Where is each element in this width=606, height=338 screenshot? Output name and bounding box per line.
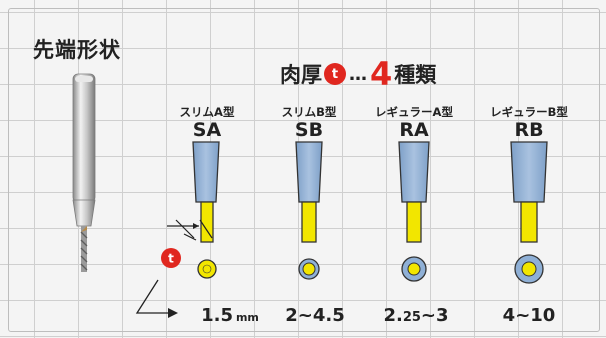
type-rb-header: レギュラーB型 RB [474,104,584,141]
type-rb-value: 4~10 [502,305,556,326]
type-ra-value-int: 2. [383,305,403,326]
heading-suffix: 種類 [394,63,437,87]
type-sb-thickness: 2~4.5 [260,305,370,326]
type-sa-unit: mm [235,311,259,324]
type-ra-header: レギュラーA型 RA [359,104,469,141]
type-sb-code: SB [294,119,324,141]
tip-rb-graphic [510,141,548,284]
type-rb-label: レギュラーB型 [490,105,568,119]
callout-t-badge [161,248,181,268]
type-ra-value-dec: 25 [402,310,421,325]
heading-prefix: 肉厚 [280,63,322,87]
type-sa-value: 1.5 [201,305,233,326]
type-sb-value: 2~4.5 [285,305,345,326]
type-ra-value-max: ~3 [420,305,449,326]
tip-sb-graphic [295,141,323,280]
card-frame [8,8,600,332]
heading-t-badge: t [324,63,346,85]
end-mill-tool-image [72,73,96,272]
thickness-heading: 肉厚 t … 4 種類 [280,54,436,94]
type-rb-code: RB [514,119,544,141]
type-sb-header: スリムB型 SB [254,104,364,141]
type-ra-thickness: 2.25~3 [361,305,471,326]
tip-ra-graphic [398,141,430,282]
heading-dots: … [349,63,367,85]
heading-count: 4 [370,55,393,93]
type-ra-label: レギュラーA型 [375,105,453,119]
thickness-callout: t [135,219,213,318]
type-sa-header: スリムA型 SA [152,104,262,141]
type-sa-code: SA [192,119,222,141]
type-ra-code: RA [399,119,429,141]
type-sb-label: スリムB型 [281,105,337,119]
type-sa-label: スリムA型 [179,105,235,119]
type-rb-thickness: 4~10 [474,305,584,326]
page-title: 先端形状 [33,38,121,62]
callout-t-label: t [168,252,174,266]
tip-sa-graphic [192,141,220,279]
